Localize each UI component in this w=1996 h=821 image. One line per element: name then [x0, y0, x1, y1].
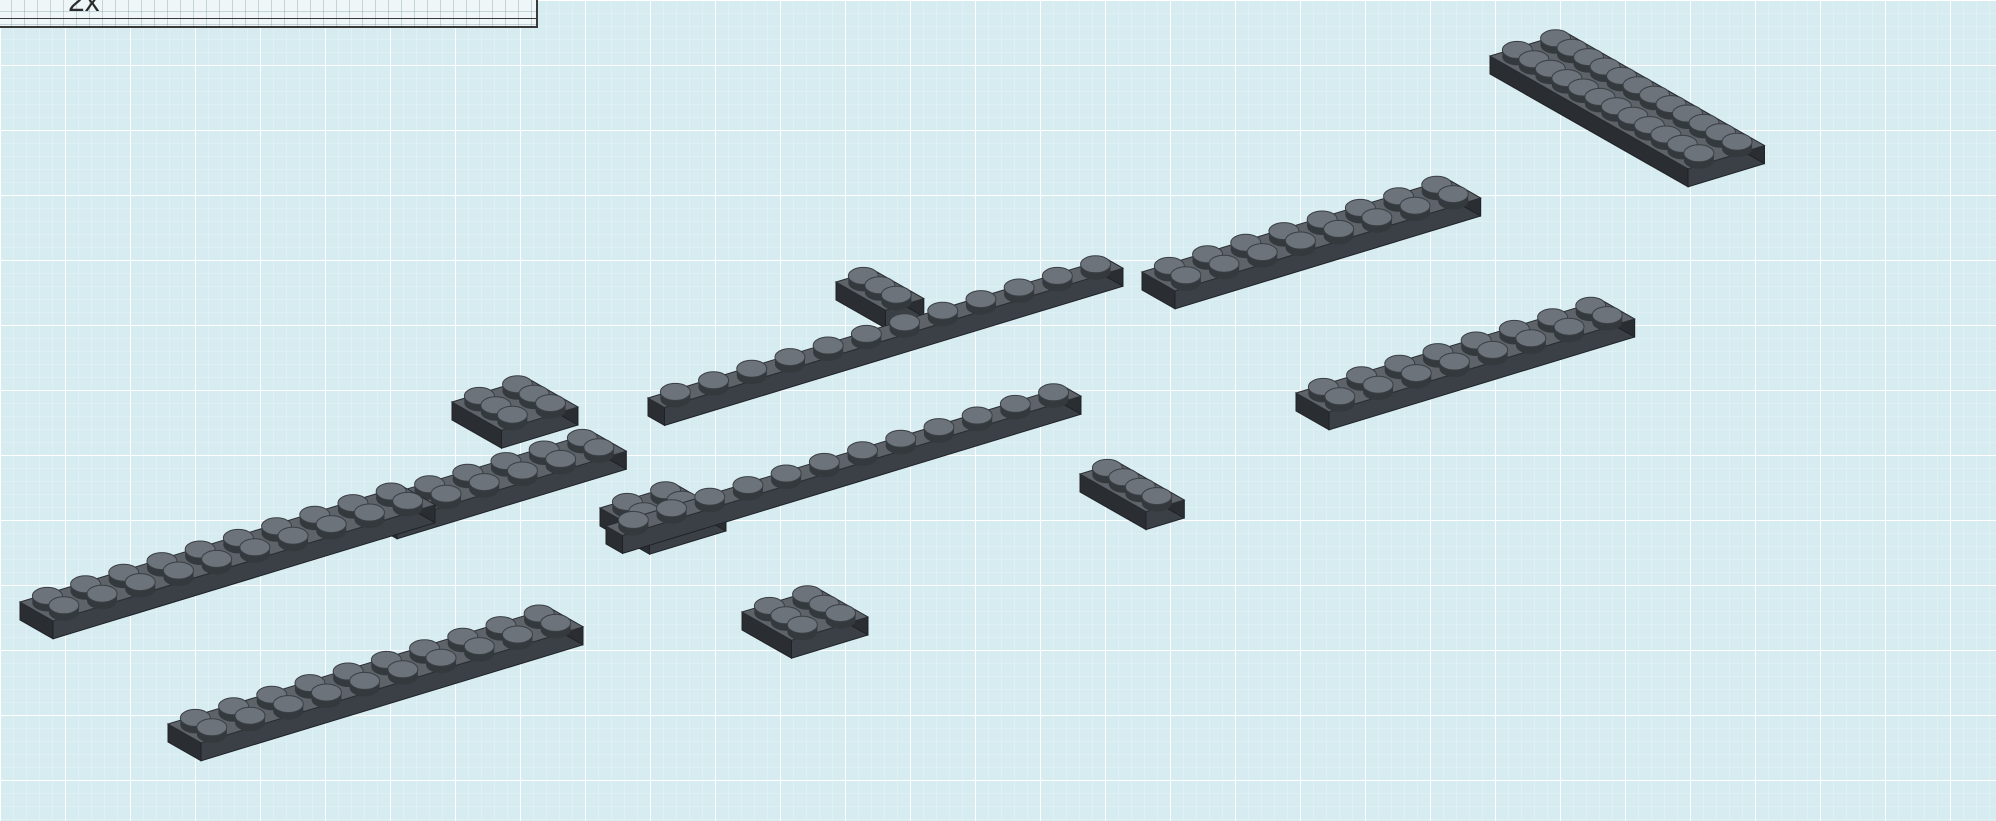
stud	[881, 286, 911, 310]
plate-2x10	[168, 605, 583, 761]
stud	[1554, 318, 1584, 342]
stud	[354, 504, 384, 528]
stud	[1325, 388, 1355, 412]
stud	[1247, 244, 1277, 268]
stud	[813, 337, 843, 361]
stud	[202, 550, 232, 574]
stud	[125, 574, 155, 598]
stud	[273, 696, 303, 720]
stud	[584, 439, 614, 463]
stud	[851, 325, 881, 349]
stud	[1209, 255, 1239, 279]
stud	[809, 453, 839, 477]
stud	[1684, 145, 1714, 169]
stud	[431, 485, 461, 509]
stud	[1039, 384, 1069, 408]
stud	[737, 360, 767, 384]
plate-2x12	[1490, 30, 1764, 187]
stud	[1516, 330, 1546, 354]
stud	[541, 614, 571, 638]
stud	[924, 419, 954, 443]
stud	[1142, 488, 1172, 512]
plate-2x8	[1142, 176, 1481, 309]
stud	[469, 474, 499, 498]
stud	[235, 707, 265, 731]
stud	[962, 407, 992, 431]
stud	[536, 395, 566, 419]
stud	[1362, 209, 1392, 233]
stud	[240, 539, 270, 563]
stud	[1401, 365, 1431, 389]
stud	[163, 562, 193, 586]
stud	[886, 430, 916, 454]
stud	[497, 406, 527, 430]
stud	[1042, 267, 1072, 291]
stud	[1439, 353, 1469, 377]
stud	[1004, 279, 1034, 303]
stud	[507, 462, 537, 486]
stud	[426, 649, 456, 673]
stud	[787, 616, 817, 640]
stud	[775, 349, 805, 373]
stud	[1363, 376, 1393, 400]
stud	[311, 684, 341, 708]
stud	[1171, 267, 1201, 291]
stud	[848, 442, 878, 466]
stud	[928, 302, 958, 326]
stud	[464, 638, 494, 662]
stud	[316, 516, 346, 540]
stud	[657, 500, 687, 524]
stud	[502, 626, 532, 650]
plate-2x4	[742, 586, 868, 658]
stud	[699, 372, 729, 396]
stud	[660, 383, 690, 407]
stud	[1722, 133, 1752, 157]
plate-2x8	[1296, 297, 1635, 430]
plate-1x4	[1080, 459, 1184, 529]
stud	[1285, 232, 1315, 256]
stud	[1592, 307, 1622, 331]
stud	[546, 450, 576, 474]
stud	[1400, 197, 1430, 221]
stud	[826, 605, 856, 629]
stud	[771, 465, 801, 489]
stud	[966, 291, 996, 315]
stud	[1478, 341, 1508, 365]
stud	[49, 597, 79, 621]
stud	[197, 719, 227, 743]
stud	[388, 661, 418, 685]
stud	[1000, 395, 1030, 419]
stud	[393, 492, 423, 516]
stud	[695, 488, 725, 512]
stud	[1438, 186, 1468, 210]
plate-2x10	[20, 483, 435, 639]
stud	[1324, 220, 1354, 244]
stud	[87, 585, 117, 609]
stud	[618, 511, 648, 535]
stud	[1081, 256, 1111, 280]
stud	[278, 527, 308, 551]
stud	[890, 314, 920, 338]
stud	[350, 672, 380, 696]
stud	[733, 477, 763, 501]
plate-2x4	[452, 376, 578, 448]
